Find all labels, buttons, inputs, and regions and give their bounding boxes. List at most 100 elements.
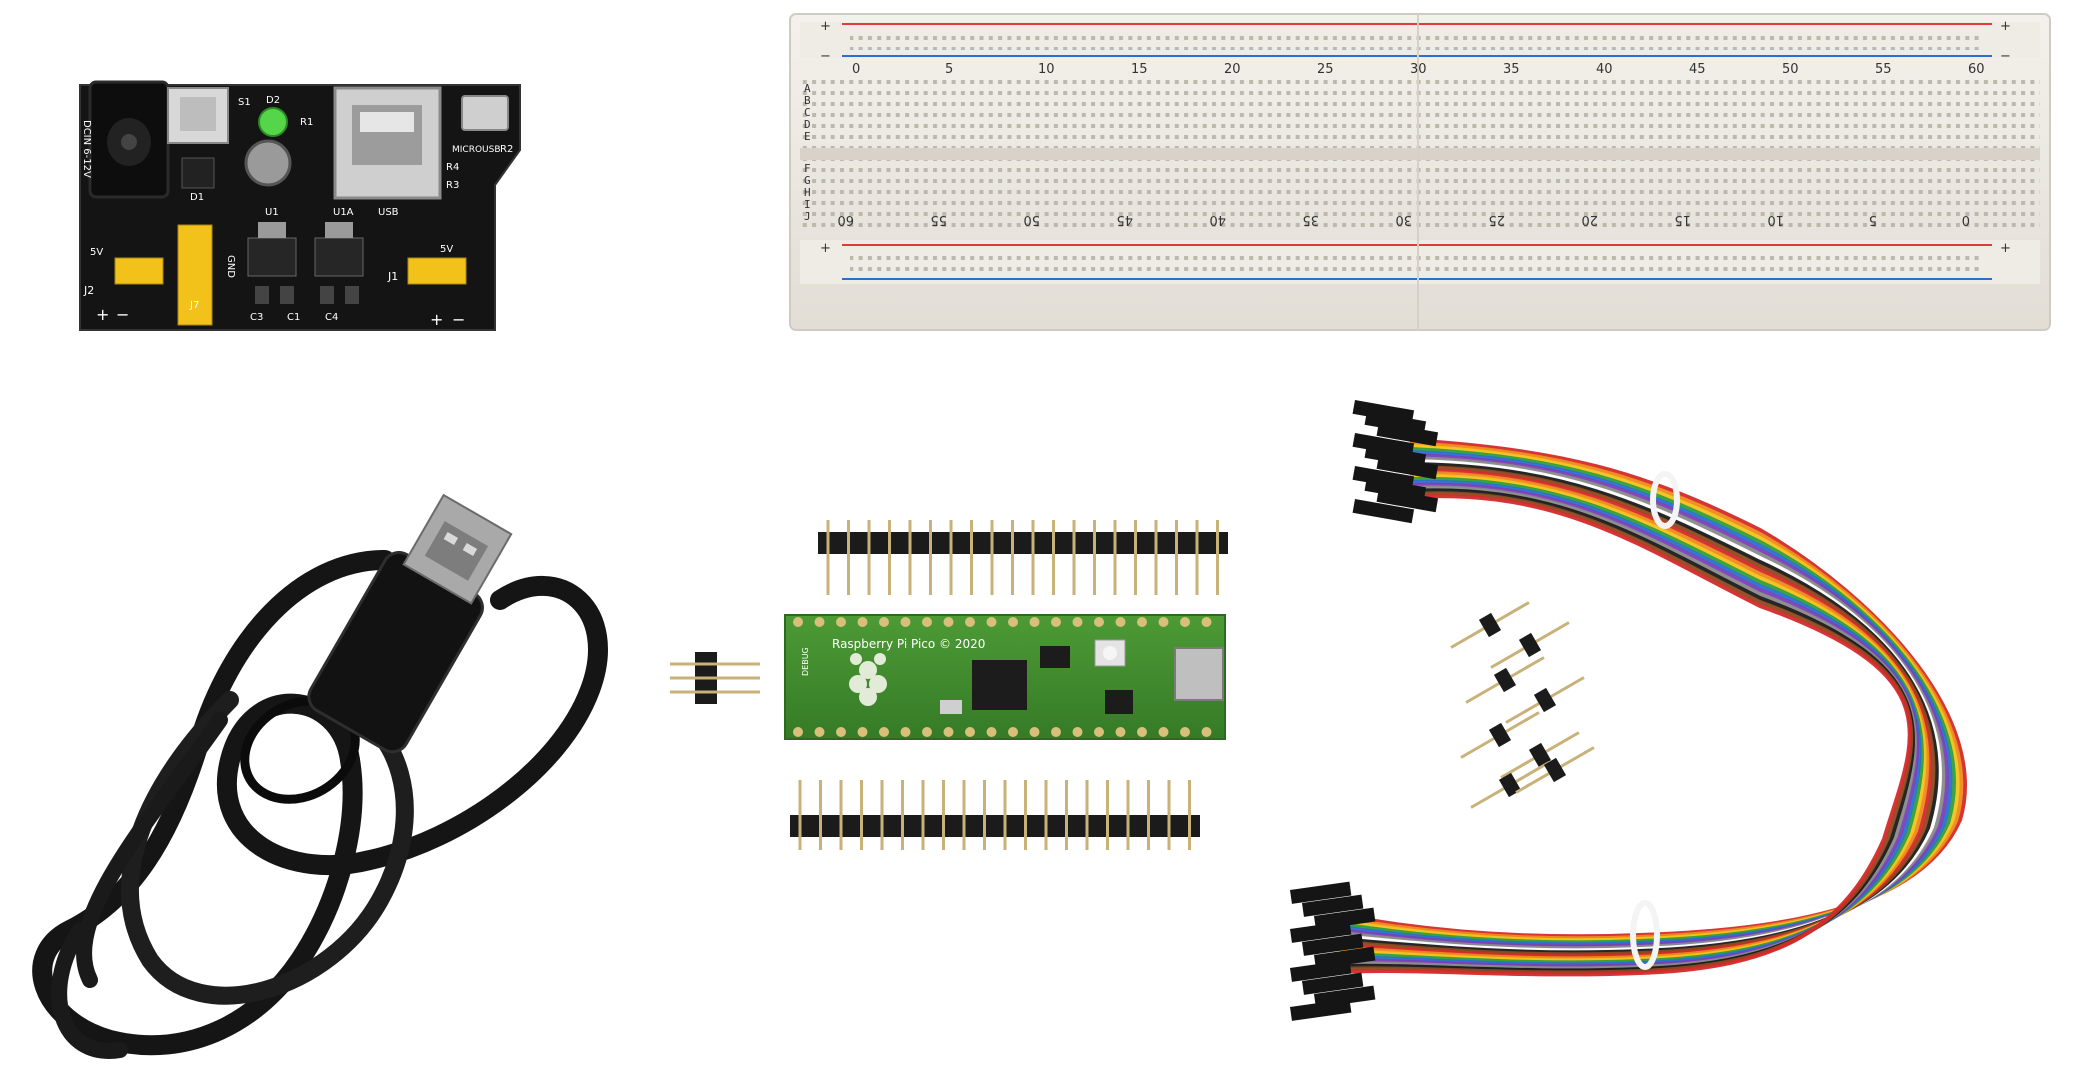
bb-bottom-number: 40: [1209, 212, 1226, 227]
loose-pin: [1450, 601, 1530, 649]
pico-pad: [1201, 617, 1212, 627]
jumper-wire: [1339, 470, 1930, 961]
loose-pin: [1500, 731, 1580, 779]
pico-pad: [900, 727, 911, 737]
rail-minus-top-left: −: [820, 49, 831, 64]
jumper-wire: [1339, 473, 1927, 963]
pm-label-microusb: MICROUSB: [452, 145, 501, 155]
svg-text:+: +: [96, 305, 109, 324]
pm-label-dcin: DCIN 6-12V: [81, 120, 92, 178]
pico-pad: [922, 727, 932, 737]
jumper-connector: [1352, 499, 1415, 524]
bb-bottom-number: 15: [1674, 212, 1691, 227]
pico-pad: [1180, 617, 1190, 627]
pico-pad: [986, 727, 997, 737]
pm-label-j1: J1: [387, 270, 398, 283]
pm-label-usb: USB: [378, 207, 399, 218]
pico-pad: [1008, 727, 1018, 737]
svg-text:+: +: [430, 310, 443, 329]
pm-label-r4: R4: [446, 162, 459, 173]
jumper-connector: [1290, 881, 1352, 904]
pm-label-j7: J7: [189, 300, 199, 311]
jumper-wire: [1339, 494, 1912, 977]
pico-pad: [1137, 727, 1147, 737]
pico-pad: [900, 617, 911, 627]
pico-pad: [986, 617, 997, 627]
pico-pad: [1051, 617, 1061, 627]
pico-pad: [1094, 617, 1104, 627]
pico-pad: [836, 617, 846, 627]
pm-label-d2: D2: [266, 95, 280, 106]
voltage-regulator: [247, 237, 297, 277]
bootsel-button: [1094, 639, 1126, 667]
pico-label: Raspberry Pi Pico © 2020: [832, 637, 985, 651]
pm-label-5v-right: 5V: [440, 244, 453, 255]
bb-bottom-number: 20: [1581, 212, 1598, 227]
pm-label-gnd: GND: [225, 255, 236, 278]
capacitor: [244, 139, 292, 187]
pico-pad: [943, 617, 954, 627]
pm-label-u1: U1: [265, 207, 279, 218]
jumper-wire: [1339, 447, 1956, 945]
bb-bottom-number: 0: [1962, 212, 1970, 227]
jumper-connector: [1290, 959, 1352, 982]
bb-row-letter: G: [804, 174, 811, 187]
pm-label-5v-left: 5V: [90, 247, 103, 258]
bb-bottom-number: 35: [1302, 212, 1319, 227]
jumper-connector: [1302, 894, 1364, 917]
pico-pad: [879, 617, 889, 627]
pico-pad: [922, 617, 932, 627]
jumper-left: [114, 257, 164, 285]
raspberry-pi-pico: Raspberry Pi Pico © 2020 DEBUG: [784, 614, 1226, 740]
pm-label-r2: R2: [500, 144, 513, 155]
loose-pin: [1490, 621, 1570, 669]
bb-row-letter: D: [804, 118, 811, 131]
pico-pad: [1115, 617, 1126, 627]
bb-row-letter: H: [804, 186, 811, 199]
jumper-wire: [1339, 488, 1916, 973]
pm-label-c1: C1: [287, 312, 300, 323]
cable-tie-top: [1650, 471, 1680, 529]
bb-top-number: 50: [1782, 62, 1799, 77]
bb-top-number: 45: [1689, 62, 1706, 77]
pm-label-r1: R1: [300, 117, 313, 128]
pico-pad: [1094, 727, 1104, 737]
bb-row-letter: F: [804, 162, 811, 175]
cable-tie-bottom: [1630, 900, 1660, 970]
jumper-connector: [1302, 933, 1364, 956]
pico-pad: [1072, 617, 1083, 627]
jumper-wire: [1339, 450, 1953, 947]
pico-pad: [1201, 727, 1212, 737]
pico-pad: [857, 617, 868, 627]
usb-a-cable: [32, 493, 608, 1059]
pm-label-r3: R3: [446, 180, 459, 191]
pico-pad: [836, 727, 846, 737]
bb-bottom-number: 55: [930, 212, 947, 227]
jumper-wire: [1339, 476, 1924, 965]
loose-pin: [1460, 711, 1540, 759]
bb-top-number: 35: [1503, 62, 1520, 77]
jumper-connector: [1376, 455, 1439, 480]
pico-pad: [1029, 727, 1040, 737]
bb-top-number: 30: [1410, 62, 1427, 77]
bb-top-number: 15: [1131, 62, 1148, 77]
pico-pad: [1180, 727, 1190, 737]
rail-plus-bottom-right: +: [2000, 241, 2011, 256]
pico-pad: [965, 617, 975, 627]
bb-bottom-number: 50: [1023, 212, 1040, 227]
pico-pad: [1051, 727, 1061, 737]
rail-plus-top-left: +: [820, 19, 831, 34]
bb-row-letter: E: [804, 130, 811, 143]
bb-row-letter: J: [804, 210, 811, 223]
bb-bottom-number: 45: [1116, 212, 1133, 227]
jumper-wire: [1339, 491, 1914, 975]
green-led: [258, 107, 288, 137]
pico-pad: [1158, 727, 1169, 737]
pico-pad: [943, 727, 954, 737]
rail-minus-top-right: −: [2000, 49, 2011, 64]
pico-pad: [879, 727, 889, 737]
